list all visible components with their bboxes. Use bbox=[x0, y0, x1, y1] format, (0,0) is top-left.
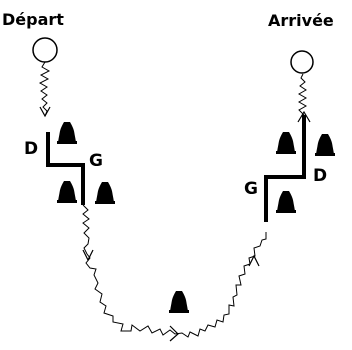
path-arrow-finish bbox=[297, 110, 311, 123]
cone-icon bbox=[315, 134, 335, 156]
cone-icon bbox=[276, 132, 296, 154]
cone-icon bbox=[169, 291, 189, 313]
left-gate-barrier bbox=[46, 132, 85, 205]
path-valley bbox=[82, 204, 267, 338]
cone-icon bbox=[95, 182, 115, 204]
right-gate-label-upper: D bbox=[313, 166, 327, 186]
path-arrow-mid-down bbox=[82, 249, 94, 262]
path-arrow-bottom bbox=[169, 325, 179, 342]
finish-circle bbox=[290, 50, 314, 74]
path-gate-to-finish bbox=[297, 73, 308, 116]
finish-label: Arrivée bbox=[268, 11, 334, 30]
start-label: Départ bbox=[2, 10, 64, 29]
left-gate-label-lower: G bbox=[89, 151, 103, 171]
path-start-to-gate bbox=[38, 61, 51, 117]
path-arrow-down bbox=[39, 106, 51, 118]
left-gate-label-upper: D bbox=[24, 139, 38, 159]
path-arrow-up bbox=[248, 254, 260, 267]
cone-icon bbox=[57, 122, 77, 144]
start-circle bbox=[32, 37, 58, 63]
cone-icon bbox=[57, 181, 77, 203]
right-gate-label-lower: G bbox=[244, 179, 258, 199]
right-gate-barrier bbox=[264, 115, 306, 222]
cone-icon bbox=[276, 191, 296, 213]
